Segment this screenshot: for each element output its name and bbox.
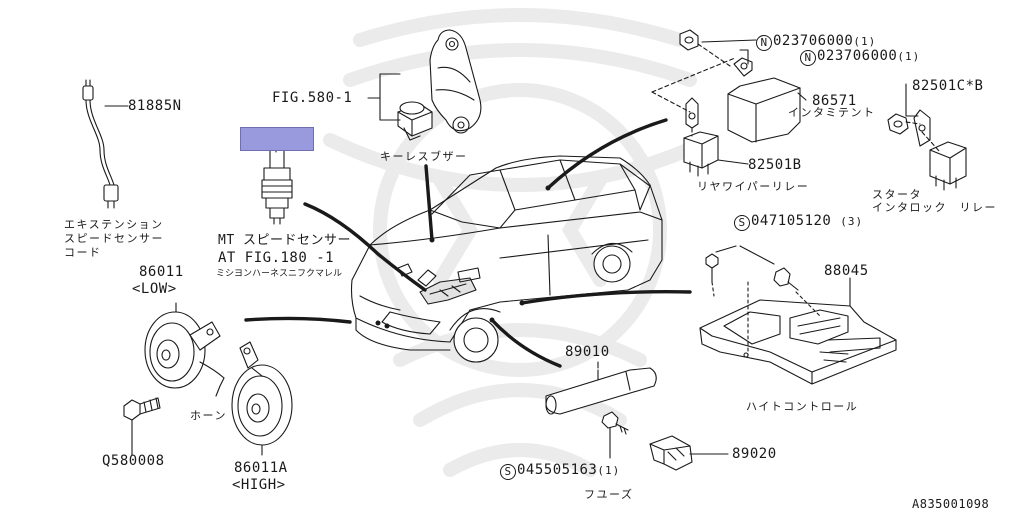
n-circle-icon: N bbox=[800, 50, 816, 66]
label-86011a: 86011A bbox=[234, 460, 288, 476]
thin-leaders bbox=[123, 39, 919, 456]
relay-dashed-lines bbox=[651, 43, 941, 153]
nut-quantity: (1) bbox=[897, 50, 921, 63]
rear-wiper-relay bbox=[683, 97, 719, 177]
label-high: <HIGH> bbox=[232, 477, 286, 493]
starter-interlock-relay bbox=[887, 109, 967, 191]
nut-upper bbox=[679, 29, 699, 51]
label-q580008: Q580008 bbox=[102, 453, 165, 469]
horn-low bbox=[144, 311, 225, 389]
fuse-holder-cover bbox=[545, 367, 657, 415]
label-horn: ホーン bbox=[190, 409, 227, 422]
label-86571: 86571 bbox=[812, 93, 857, 109]
screw-part-number: 045505163 bbox=[517, 462, 598, 478]
intermittent-relay bbox=[727, 49, 801, 143]
keyless-buzzer bbox=[367, 29, 482, 141]
horn-high bbox=[231, 341, 293, 446]
label-keyless-buzzer: キーレスブザー bbox=[380, 150, 468, 163]
nut-part-number: 023706000 bbox=[773, 33, 854, 49]
label-rear-wiper-relay: リヤワイパーリレー bbox=[697, 180, 810, 193]
label-88045: 88045 bbox=[824, 263, 869, 279]
label-82501b: 82501B bbox=[748, 157, 802, 173]
mt-speed-sensor bbox=[261, 149, 293, 225]
label-fuse: フユーズ bbox=[584, 488, 634, 501]
nut-quantity: (1) bbox=[853, 35, 877, 48]
label-height-control: ハイトコントロール bbox=[746, 400, 859, 413]
label-fig-580-1: FIG.580-1 bbox=[272, 90, 353, 106]
highlight-swatch bbox=[240, 127, 314, 151]
diagram-id: A835001098 bbox=[912, 497, 990, 511]
s-circle-icon: S bbox=[500, 464, 516, 480]
horn-bolt bbox=[123, 397, 161, 456]
label-86011: 86011 bbox=[139, 264, 184, 280]
fuse-block bbox=[649, 435, 693, 471]
screw-part-number: 047105120 bbox=[751, 213, 832, 229]
nut-part-number: 023706000 bbox=[817, 48, 898, 64]
label-mission-harness: ミシヨンハーネスニフクマレル bbox=[216, 269, 343, 279]
label-low: <LOW> bbox=[132, 281, 177, 297]
screw-quantity: (3) bbox=[840, 215, 864, 228]
label-89020: 89020 bbox=[732, 446, 777, 462]
height-control-bracket bbox=[699, 299, 897, 385]
label-82501c-b: 82501C*B bbox=[912, 78, 984, 94]
n-circle-icon: N bbox=[756, 35, 772, 51]
label-intermittent: インタミテント bbox=[788, 106, 876, 119]
extension-speed-sensor-cord bbox=[82, 79, 125, 209]
watermark-logo bbox=[323, 8, 717, 477]
label-81885n: 81885N bbox=[128, 98, 182, 114]
label-mt-speed-sensor: MT スピードセンサー bbox=[218, 233, 351, 248]
label-89010: 89010 bbox=[565, 344, 610, 360]
label-starter-interlock-relay: スタータ インタロック リレー bbox=[872, 188, 997, 214]
s-circle-icon: S bbox=[734, 215, 750, 231]
screw-quantity: (1) bbox=[597, 464, 621, 477]
fuse-screw bbox=[601, 411, 629, 459]
label-extension-speed-sensor-cord: エキステンション スピードセンサー コード bbox=[64, 218, 164, 259]
thick-leaders bbox=[244, 118, 692, 368]
label-at-fig-180-1: AT FIG.180 -1 bbox=[218, 250, 335, 266]
car-body bbox=[350, 155, 663, 363]
height-control-screws bbox=[705, 245, 821, 357]
